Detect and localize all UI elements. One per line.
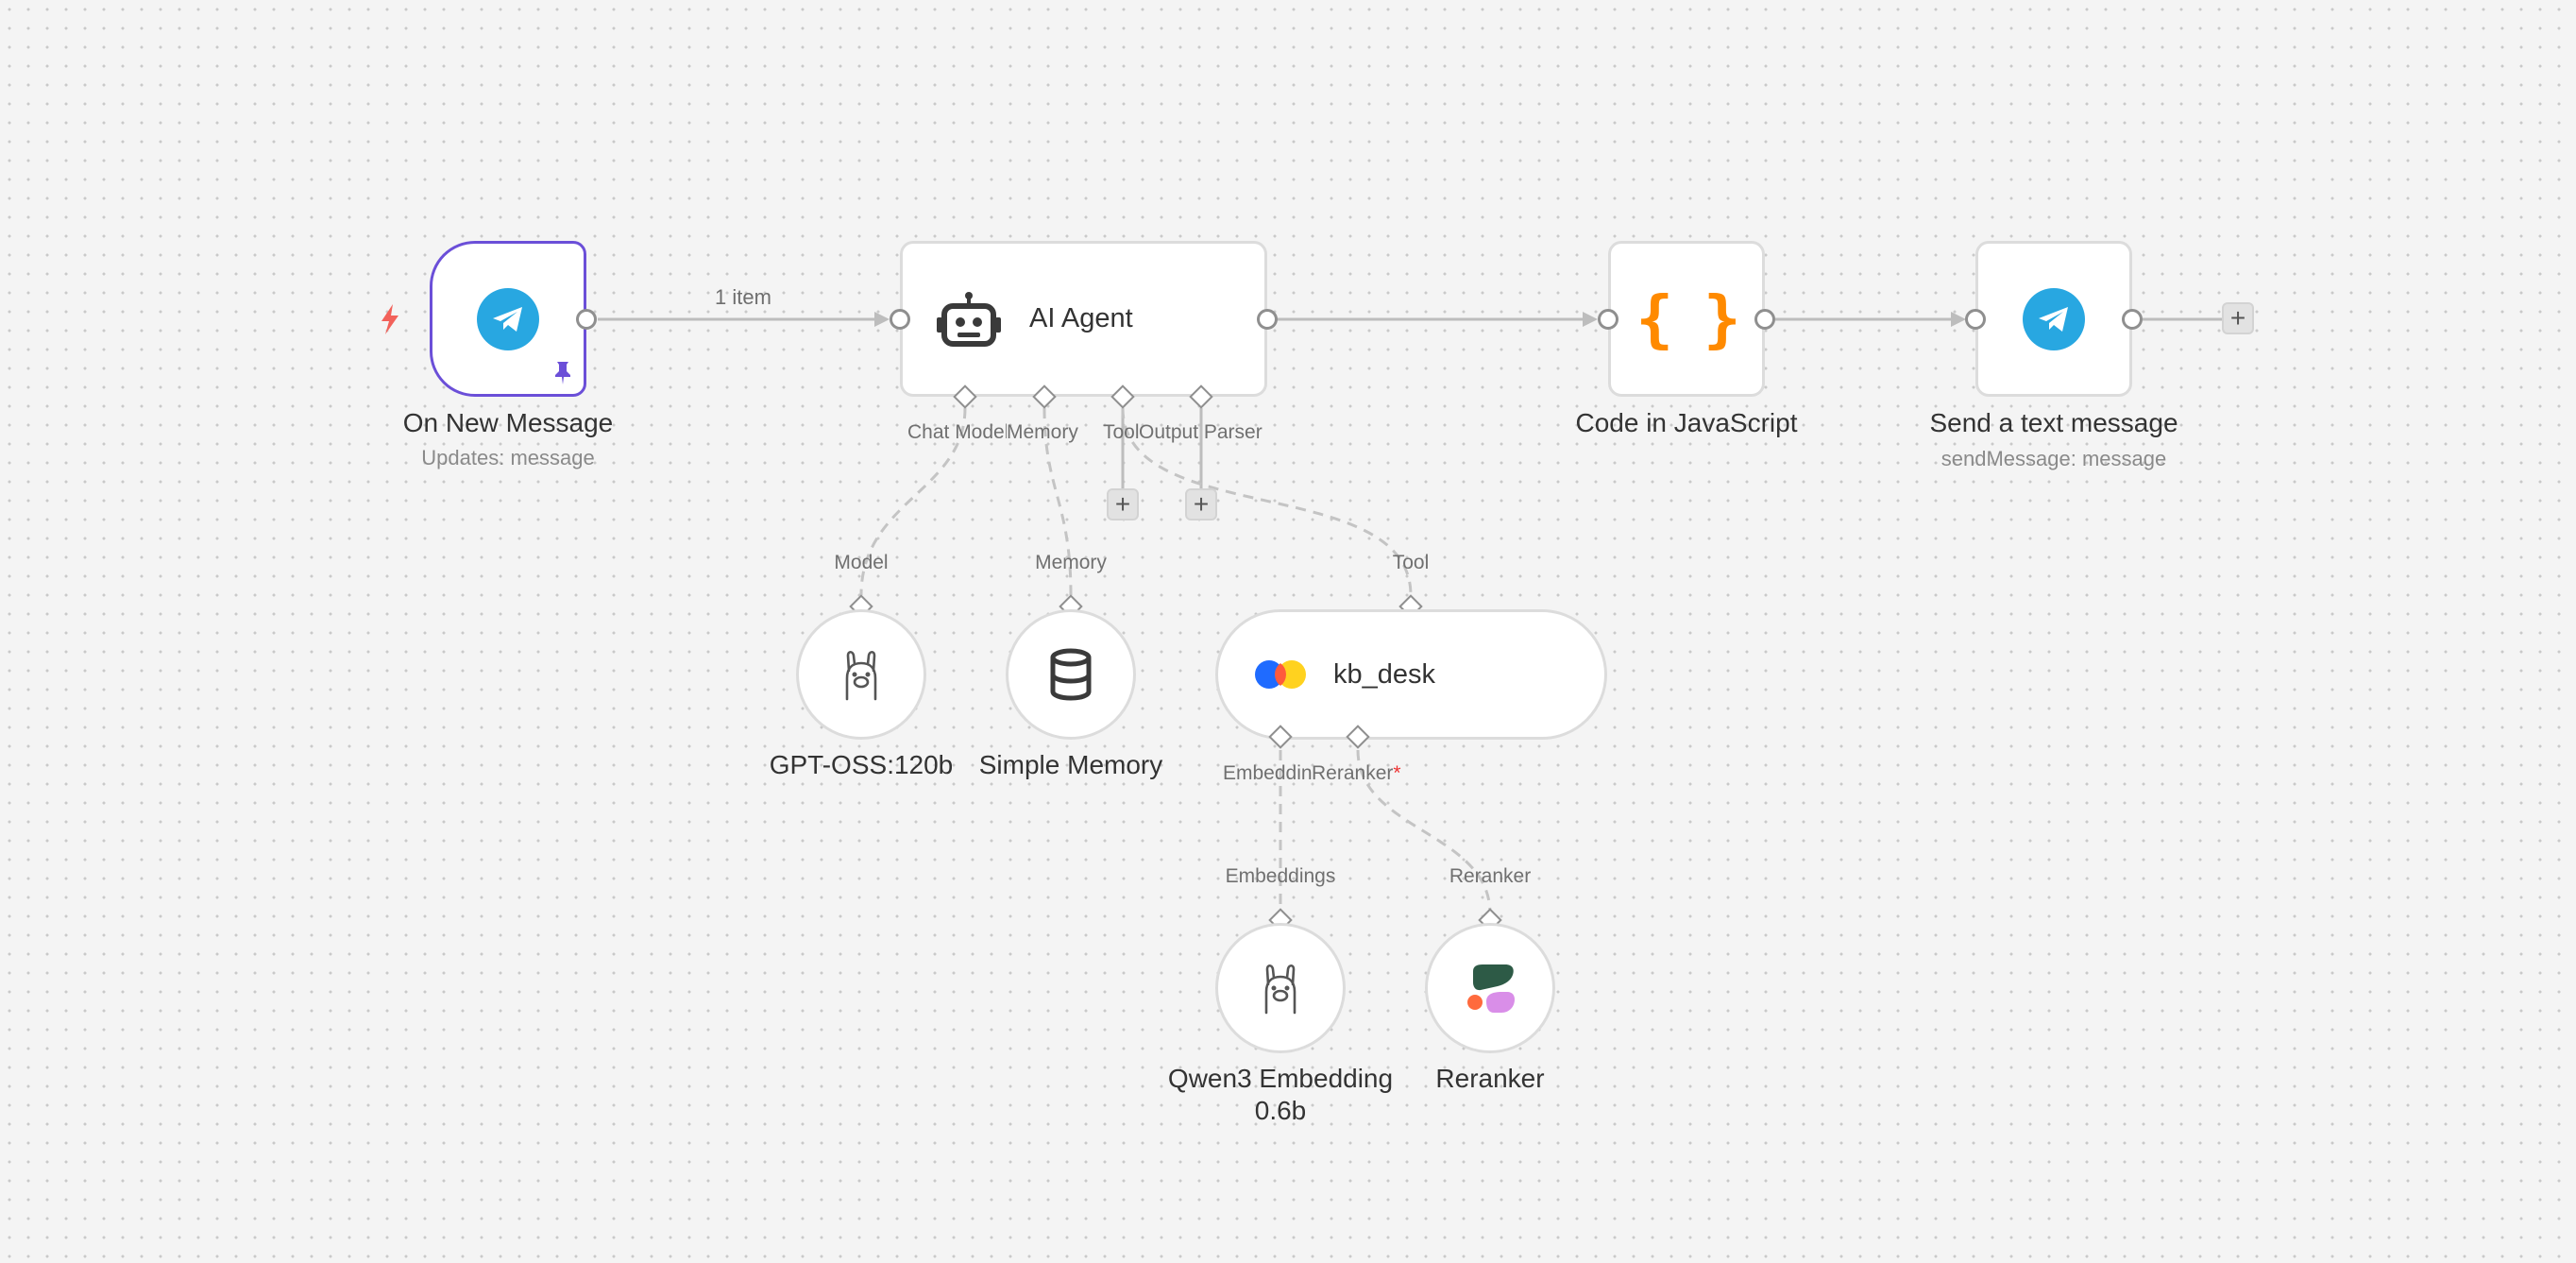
node-title-line1: Qwen3 Embedding [1167,1064,1394,1093]
port-label-memory: Memory [1035,552,1107,573]
port-label-memory: Memory [1007,421,1078,443]
telegram-icon [2023,287,2085,350]
pin-icon[interactable] [551,360,574,386]
add-node-button[interactable]: + [2222,302,2254,334]
cohere-icon [1467,964,1515,1013]
wire-model-dashed [859,407,967,596]
output-handle[interactable] [2122,309,2143,330]
port-label-tool: Tool [1392,552,1430,573]
node-subtitle: Updates: message [421,446,595,469]
wire-tool-dashed [1121,407,1413,596]
node-ai-agent[interactable]: AI Agent [900,241,1267,397]
arrow-code-input [1583,312,1598,327]
port-label-chat-model: Chat Model [907,421,1007,443]
node-gpt-oss[interactable] [796,609,926,740]
node-simple-memory[interactable] [1006,609,1136,740]
node-title-line2: 0.6b [1254,1096,1307,1125]
arrow-agent-input [874,312,890,327]
required-marker: * [1393,762,1401,784]
wire-reranker-dashed [1356,749,1492,914]
input-handle[interactable] [890,309,910,330]
output-handle[interactable] [576,309,597,330]
ollama-llama-icon [1264,964,1296,1015]
node-subtitle: sendMessage: message [1940,447,2167,470]
port-label-embeddings: Embeddings [1223,762,1312,784]
execute-bolt-icon[interactable] [376,302,404,336]
database-icon [1050,648,1092,701]
node-title: Send a text message [1929,408,2178,437]
curly-braces-icon: { } [1635,282,1740,355]
ollama-llama-icon [845,650,877,701]
node-title: Reranker [1435,1064,1545,1093]
telegram-icon [477,287,539,350]
node-qwen3-embedding[interactable] [1215,923,1346,1053]
add-output-parser-button[interactable]: + [1185,488,1217,521]
input-handle[interactable] [1598,309,1618,330]
arrow-send-input [1951,312,1966,327]
output-handle[interactable] [1754,309,1775,330]
edge-item-count: 1 item [715,285,771,309]
port-label-reranker: Reranker* [1312,762,1401,784]
port-label-embeddings: Embeddings [1225,865,1336,887]
port-label-tool: Tool [1103,421,1139,443]
port-label-model: Model [834,552,889,573]
node-title: kb_desk [1333,658,1436,690]
node-send-text-message[interactable] [1975,241,2132,397]
output-handle[interactable] [1257,309,1278,330]
node-title: AI Agent [1029,303,1133,333]
wire-memory-dashed [1042,407,1073,596]
add-tool-button[interactable]: + [1107,488,1139,521]
node-on-new-message[interactable] [430,241,586,397]
port-label-reranker: Reranker [1449,865,1532,887]
input-handle[interactable] [1965,309,1986,330]
node-kb-desk[interactable]: kb_desk [1215,609,1607,740]
node-title: GPT-OSS:120b [769,750,954,779]
vector-store-icon [1255,660,1306,689]
node-code-in-javascript[interactable]: { } [1608,241,1765,397]
node-title: On New Message [402,408,614,437]
port-label-output-parser: Output Parser [1139,421,1263,443]
node-reranker[interactable] [1425,923,1555,1053]
robot-icon [937,291,1001,347]
node-title: Code in JavaScript [1575,408,1798,437]
node-title: Simple Memory [978,750,1163,779]
